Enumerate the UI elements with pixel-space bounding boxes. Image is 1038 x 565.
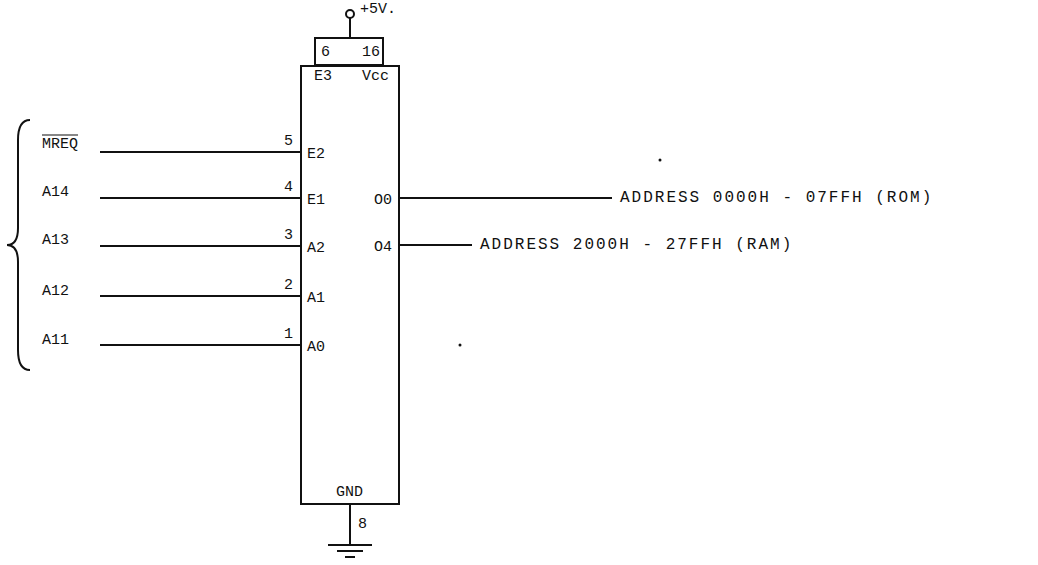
pin-label: E3 [314,69,332,84]
output-wire [400,244,472,246]
supply-voltage: +5V. [360,2,396,17]
signal-name: MREQ [42,137,78,152]
ground-symbol [328,544,372,546]
supply-terminal [346,10,354,18]
pin-number: 4 [284,180,293,195]
input-wire [100,197,300,199]
ground-symbol [337,550,363,552]
signal-name: A14 [42,185,69,200]
pin-number: 1 [284,327,293,342]
input-wire [100,151,300,153]
pin-label: A1 [307,291,325,306]
address-range: ADDRESS 2000H - 27FFH (RAM) [480,237,793,253]
pin-label: E2 [307,147,325,162]
ground-wire [349,505,351,545]
pin-tie-wire [315,38,383,65]
pin-label: GND [336,485,363,500]
signal-name: A12 [42,284,69,299]
pin-label: A2 [307,241,325,256]
pin-label: O0 [374,193,392,208]
pin-number: 3 [284,228,293,243]
input-wire [100,295,300,297]
signal-name: A13 [42,233,69,248]
pin-number: 2 [284,278,293,293]
input-wire [100,344,300,346]
decoder-chip: E3 VccE2E1A2A1A0 O0O4GND [300,65,400,505]
pin-label: A0 [307,340,325,355]
pin-label: E1 [307,193,325,208]
address-range: ADDRESS 0000H - 07FFH (ROM) [620,190,933,206]
pin-number: 16 [362,45,380,60]
pin-number: 5 [284,134,293,149]
stray-dot [459,344,462,347]
ground-symbol [345,556,355,558]
stray-dot [659,159,662,162]
bus-brace [7,120,30,370]
output-wire [400,197,612,199]
input-wire [100,245,300,247]
pin-label: Vcc [362,69,389,84]
pin-number: 6 [321,45,330,60]
supply-wire [349,18,351,38]
signal-name: A11 [42,333,69,348]
pin-number: 8 [358,517,367,532]
pin-label: O4 [374,240,392,255]
